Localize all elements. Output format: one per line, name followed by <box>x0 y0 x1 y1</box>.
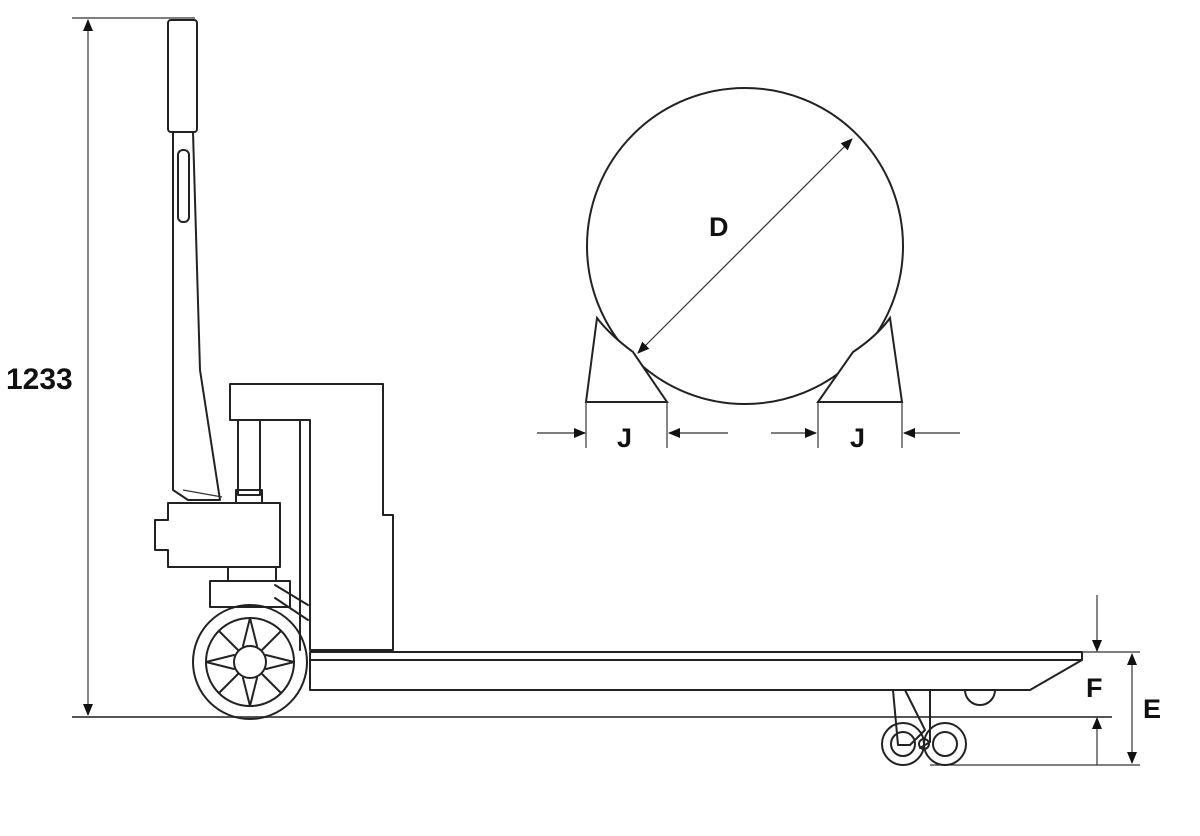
pump-unit <box>154 419 309 621</box>
truck-handle <box>167 19 223 501</box>
load-roller <box>964 689 996 706</box>
diameter-label: D <box>709 212 729 242</box>
truck-chassis <box>229 383 394 651</box>
reel-detail: D <box>586 87 904 405</box>
cradle-left-label: J <box>617 423 632 453</box>
fork <box>309 651 1083 691</box>
cradle-right: J <box>771 315 960 453</box>
front-bogie <box>881 689 967 766</box>
height-dimension: 1233 <box>6 17 195 716</box>
fork-height-dimension: F <box>1086 595 1103 765</box>
lift-height-label: E <box>1143 694 1161 724</box>
lift-height-dimension: E <box>1127 653 1161 764</box>
cradle-right-label: J <box>850 423 865 453</box>
fork-height-label: F <box>1086 673 1103 703</box>
steering-wheel <box>192 604 308 720</box>
cradle-left: J <box>537 315 728 453</box>
height-label: 1233 <box>6 363 73 396</box>
